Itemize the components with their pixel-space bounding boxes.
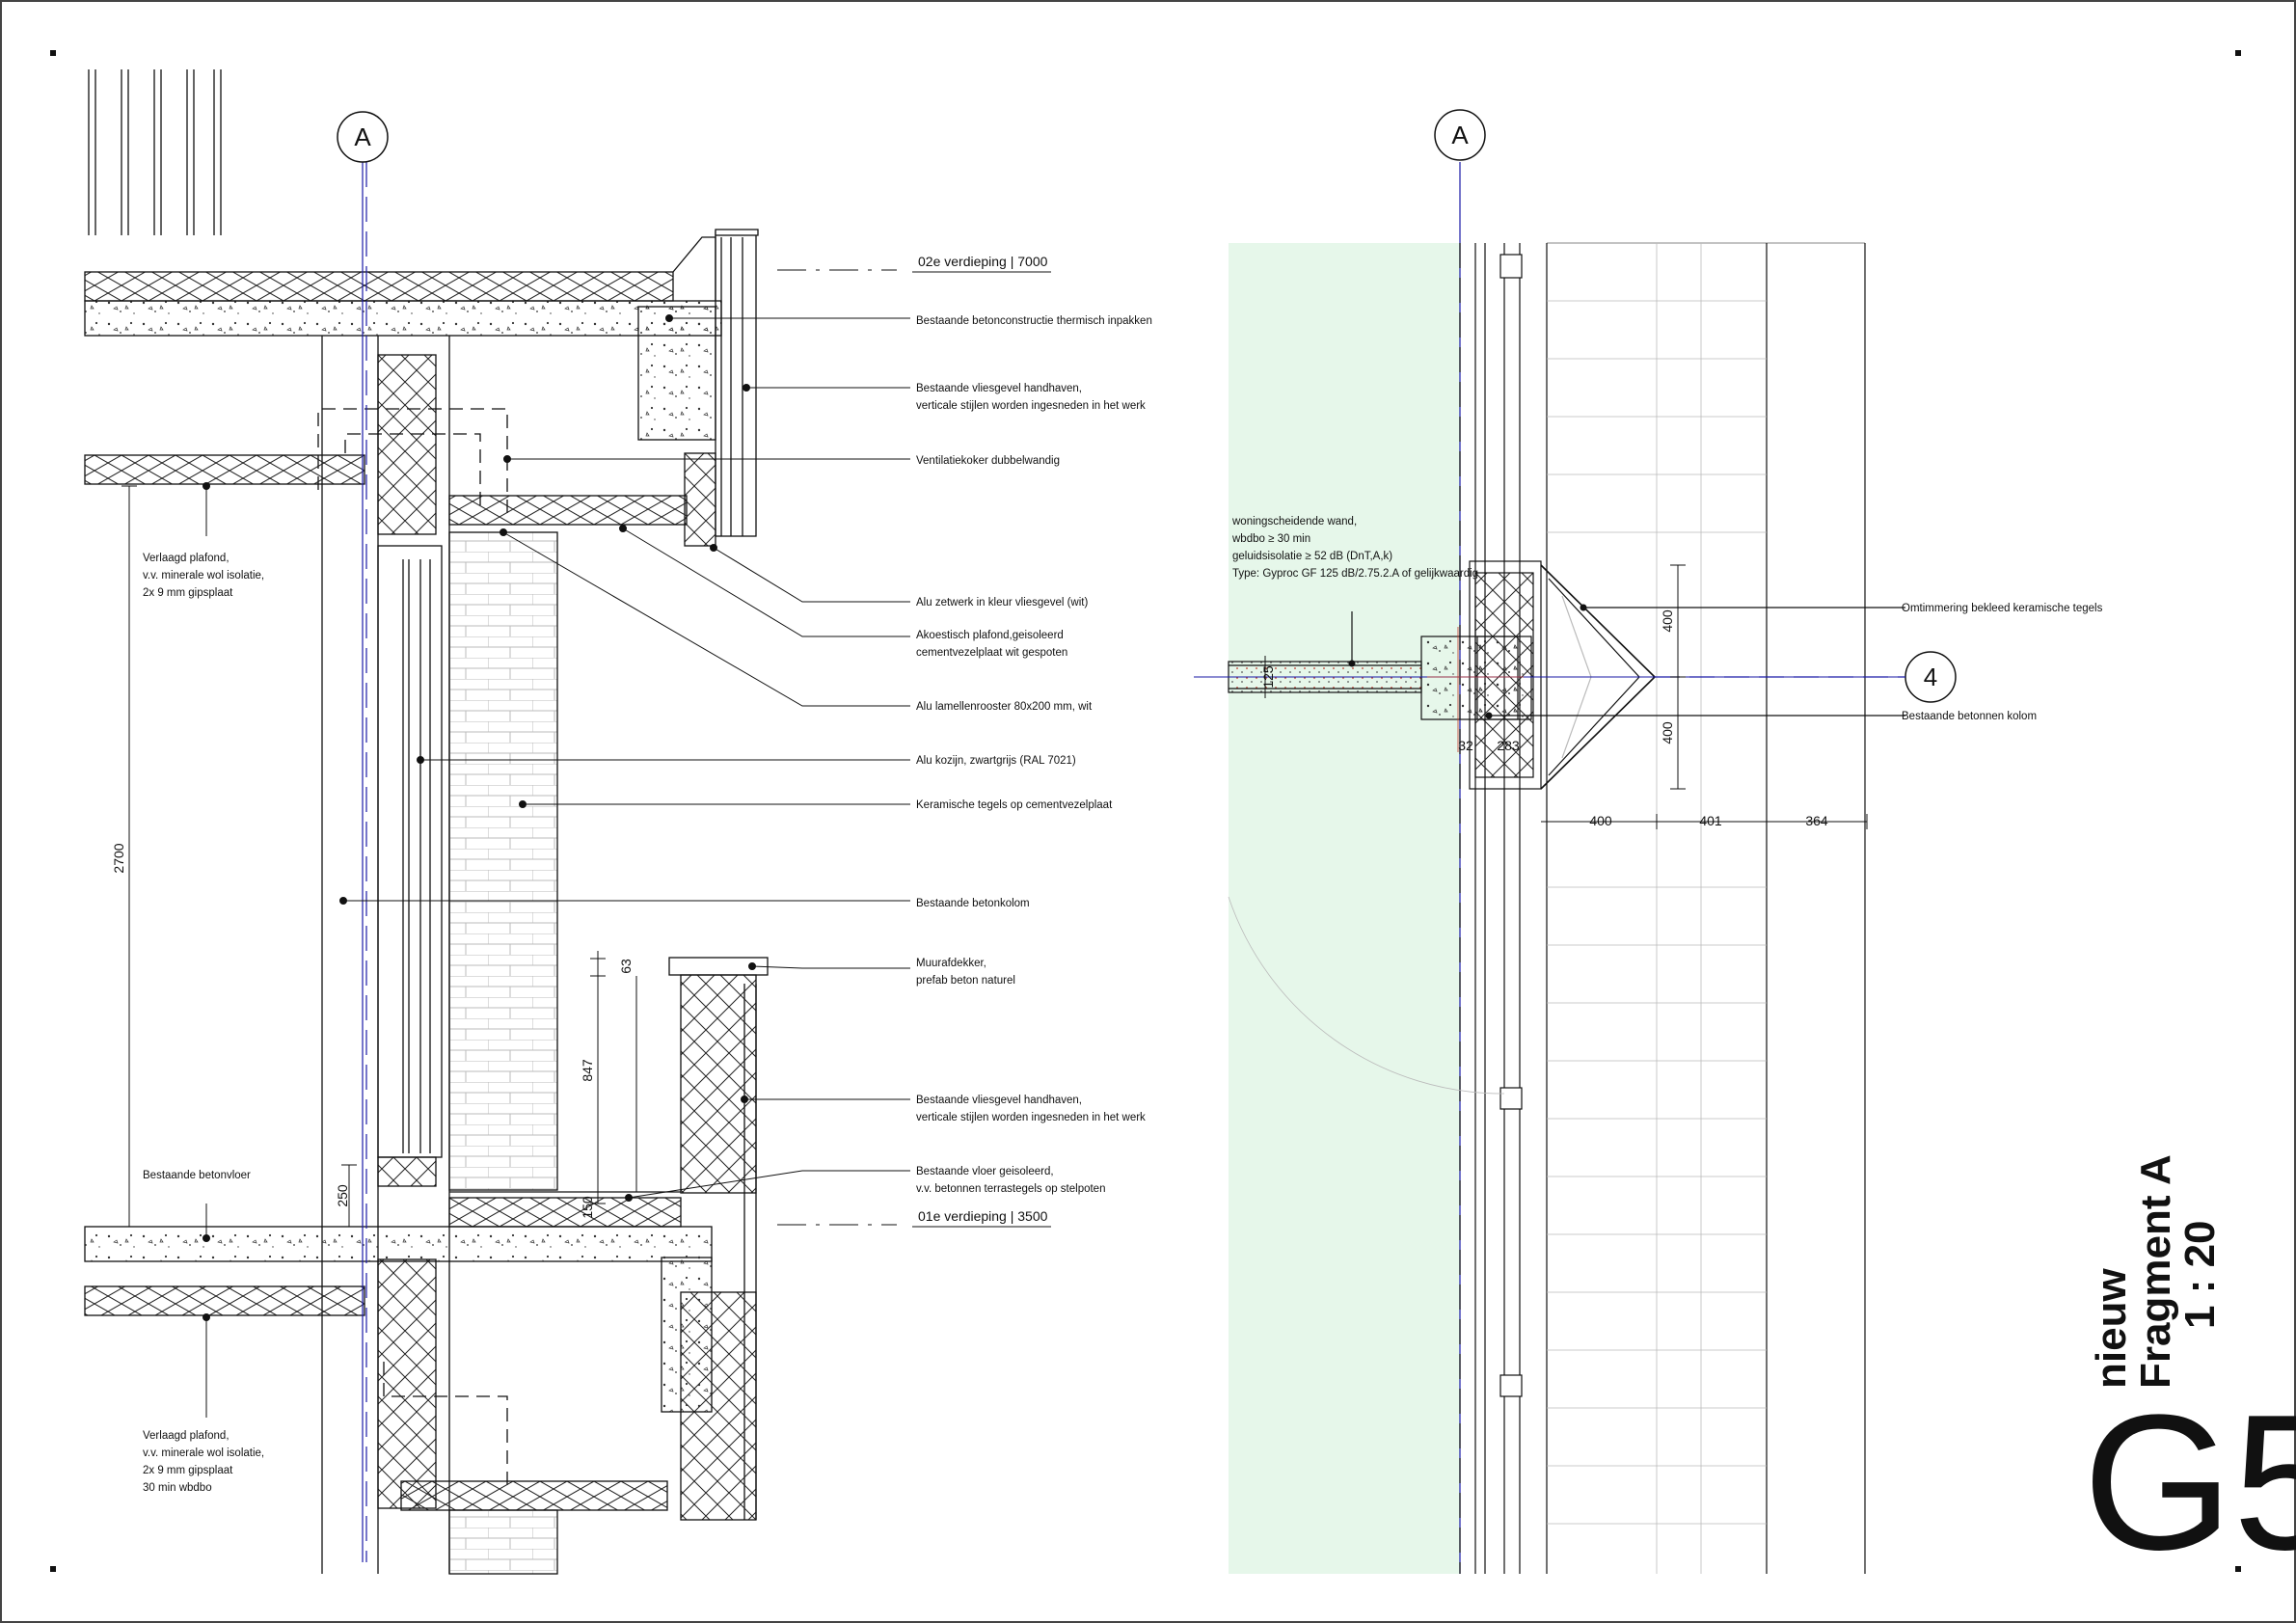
section-label: Bestaande betonconstructie thermisch inp… bbox=[916, 315, 1152, 327]
left-notes: Verlaagd plafond, v.v. minerale wol isol… bbox=[143, 553, 264, 1494]
grid-marker-4: 4 bbox=[1904, 651, 1957, 703]
title-line-2: Fragment A bbox=[2132, 1154, 2179, 1389]
sheet-code: G5 bbox=[2083, 1375, 2296, 1590]
grid-marker-left-label: A bbox=[354, 122, 371, 151]
dim-364: 364 bbox=[1805, 813, 1828, 828]
section-leaders bbox=[203, 314, 910, 1418]
title-line-3: 1 : 20 bbox=[2176, 1220, 2224, 1329]
plan-label-column: Bestaande betonnen kolom bbox=[1902, 711, 2037, 722]
section-label: verticale stijlen worden ingesneden in h… bbox=[916, 400, 1146, 412]
grid-marker-4-label: 4 bbox=[1924, 663, 1937, 691]
level-top: 02e verdieping | 7000 bbox=[918, 254, 1048, 269]
section-label: cementvezelplaat wit gespoten bbox=[916, 647, 1067, 659]
plan-label-cladding: Omtimmering bekleed keramische tegels bbox=[1902, 603, 2103, 614]
dim-400-upper: 400 bbox=[1660, 609, 1675, 633]
upper-slab bbox=[84, 236, 722, 441]
section-label: Alu kozijn, zwartgrijs (RAL 7021) bbox=[916, 755, 1076, 767]
dim-32: 32 bbox=[1458, 738, 1473, 753]
section-label: Bestaande vloer geisoleerd, bbox=[916, 1166, 1054, 1177]
title-block: nieuw Fragment A 1 : 20 G5 bbox=[2083, 1154, 2296, 1590]
section-label: verticale stijlen worden ingesneden in h… bbox=[916, 1112, 1146, 1123]
ceramic-tile-wall bbox=[448, 531, 558, 1191]
section-detail bbox=[84, 69, 1051, 1575]
plan-detail bbox=[1194, 162, 1905, 1574]
plan-dimension-texts: 125 400 400 32 283 400 401 364 bbox=[1260, 609, 1828, 828]
lower-slab bbox=[84, 1226, 713, 1575]
section-label: Bestaande betonkolom bbox=[916, 898, 1030, 909]
level-bottom: 01e verdieping | 3500 bbox=[918, 1208, 1048, 1224]
grid-marker-right-label: A bbox=[1451, 121, 1469, 149]
left-note: 30 min wbdbo bbox=[143, 1482, 212, 1494]
section-label: Muurafdekker, bbox=[916, 958, 986, 969]
lower-curtain-wall bbox=[661, 957, 769, 1521]
dim-125: 125 bbox=[1260, 665, 1276, 689]
plan-note: geluidsisolatie ≥ 52 dB (DnT,A,k) bbox=[1232, 551, 1392, 562]
left-note: 2x 9 mm gipsplaat bbox=[143, 1465, 233, 1476]
green-zone bbox=[1229, 243, 1460, 1574]
left-note: Verlaagd plafond, bbox=[143, 553, 230, 564]
dim-847: 847 bbox=[580, 1059, 595, 1082]
grid-marker-left: A bbox=[337, 111, 389, 163]
section-labels: Bestaande betonconstructie thermisch inp… bbox=[916, 315, 1152, 1195]
section-label: Keramische tegels op cementvezelplaat bbox=[916, 799, 1113, 811]
plan-notes: woningscheidende wand, wbdbo ≥ 30 min ge… bbox=[1231, 516, 2103, 722]
plan-note: Type: Gyproc GF 125 dB/2.75.2.A of gelij… bbox=[1232, 568, 1478, 580]
suspended-ceilings bbox=[84, 454, 688, 1316]
balcony-floor bbox=[448, 1191, 682, 1228]
dim-400-lower: 400 bbox=[1660, 721, 1675, 744]
ventilation-duct bbox=[317, 408, 508, 1493]
section-label: Alu lamellenrooster 80x200 mm, wit bbox=[916, 701, 1093, 713]
railing-bars bbox=[88, 69, 222, 235]
section-label: Bestaande vliesgevel handhaven, bbox=[916, 383, 1082, 394]
dim-283: 283 bbox=[1497, 738, 1520, 753]
left-note: v.v. minerale wol isolatie, bbox=[143, 1447, 264, 1459]
dim-401: 401 bbox=[1699, 813, 1722, 828]
dim-400-horizontal: 400 bbox=[1589, 813, 1612, 828]
section-label: v.v. betonnen terrastegels op stelpoten bbox=[916, 1183, 1105, 1195]
plan-note: woningscheidende wand, bbox=[1231, 516, 1357, 527]
column-structure bbox=[321, 336, 450, 1574]
section-dimensions bbox=[122, 485, 644, 1228]
left-note: Verlaagd plafond, bbox=[143, 1430, 230, 1442]
section-label: Bestaande vliesgevel handhaven, bbox=[916, 1095, 1082, 1106]
dim-250: 250 bbox=[335, 1184, 350, 1207]
upper-curtain-wall bbox=[684, 229, 759, 547]
dim-150: 150 bbox=[580, 1196, 595, 1219]
section-label: prefab beton naturel bbox=[916, 975, 1015, 987]
left-note: v.v. minerale wol isolatie, bbox=[143, 570, 264, 582]
grid-marker-right: A bbox=[1434, 109, 1486, 161]
title-line-1: nieuw bbox=[2088, 1268, 2135, 1389]
section-label: Ventilatiekoker dubbelwandig bbox=[916, 455, 1060, 467]
dim-63: 63 bbox=[618, 959, 634, 974]
section-label: Alu zetwerk in kleur vliesgevel (wit) bbox=[916, 597, 1088, 609]
section-dimension-texts: 2700 63 847 250 150 bbox=[111, 843, 634, 1218]
section-label: Akoestisch plafond,geisoleerd bbox=[916, 630, 1064, 641]
plan-note: wbdbo ≥ 30 min bbox=[1231, 533, 1310, 545]
dim-2700: 2700 bbox=[111, 843, 126, 873]
window-frame bbox=[377, 545, 443, 1158]
left-note: 2x 9 mm gipsplaat bbox=[143, 587, 233, 599]
left-note: Bestaande betonvloer bbox=[143, 1170, 251, 1181]
